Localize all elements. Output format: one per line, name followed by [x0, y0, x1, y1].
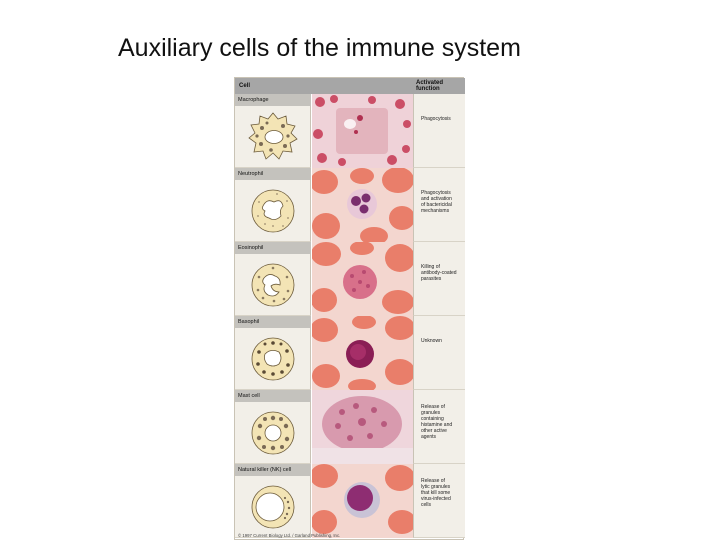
eosinophil-micrograph	[312, 242, 413, 316]
slide-title: Auxiliary cells of the immune system	[118, 34, 521, 62]
row-nk-cell: Natural killer (NK) cell Release of lyti…	[235, 464, 465, 538]
function-text: Release of lytic granules that kill some…	[421, 478, 451, 508]
row-basophil: Basophil Unknown	[235, 316, 465, 390]
function-text: Unknown	[421, 338, 442, 344]
function-panel: Release of granules containing histamine…	[413, 390, 465, 464]
basophil-micrograph	[312, 316, 413, 390]
drawing-panel: Mast cell	[235, 390, 311, 464]
cell-name: Eosinophil	[235, 242, 311, 254]
macrophage-micrograph	[312, 94, 413, 168]
function-panel: Release of lytic granules that kill some…	[413, 464, 465, 538]
cell-name: Natural killer (NK) cell	[235, 464, 311, 476]
row-macrophage: Macrophage Phagocytosis	[235, 94, 465, 168]
basophil-drawing	[251, 337, 295, 381]
eosinophil-drawing	[251, 263, 295, 307]
row-neutrophil: Neutrophil Phagocytosis and activation o…	[235, 168, 465, 242]
cell-name: Mast cell	[235, 390, 311, 402]
figure-header: Cell Activated function	[235, 78, 465, 94]
drawing-panel: Macrophage	[235, 94, 311, 168]
mast-cell-drawing	[251, 411, 295, 455]
macrophage-drawing	[248, 112, 298, 160]
function-text: Phagocytosis and activation of bacterici…	[421, 190, 452, 214]
function-text: Phagocytosis	[421, 116, 451, 122]
neutrophil-drawing	[251, 189, 295, 233]
cell-name: Basophil	[235, 316, 311, 328]
cell-name: Macrophage	[235, 94, 311, 106]
function-panel: Unknown	[413, 316, 465, 390]
row-mast-cell: Mast cell Release of granules containing…	[235, 390, 465, 464]
drawing-panel: Eosinophil	[235, 242, 311, 316]
drawing-panel: Natural killer (NK) cell	[235, 464, 311, 538]
header-cell-label: Cell	[239, 83, 251, 89]
cell-name: Neutrophil	[235, 168, 311, 180]
copyright-notice: © 1997 Current Biology Ltd. / Garland Pu…	[238, 533, 341, 538]
mast-cell-micrograph	[312, 390, 413, 464]
function-panel: Phagocytosis and activation of bacterici…	[413, 168, 465, 242]
neutrophil-micrograph	[312, 168, 413, 242]
function-text: Release of granules containing histamine…	[421, 404, 453, 440]
nk-cell-drawing	[251, 485, 295, 529]
nk-cell-micrograph	[312, 464, 413, 538]
function-panel: Killing of antibody-coated parasites	[413, 242, 465, 316]
drawing-panel: Neutrophil	[235, 168, 311, 242]
row-eosinophil: Eosinophil Killing of antibody-coated pa…	[235, 242, 465, 316]
drawing-panel: Basophil	[235, 316, 311, 390]
function-panel: Phagocytosis	[413, 94, 465, 168]
immune-cells-figure: Cell Activated function Macrophage	[234, 77, 465, 540]
function-text: Killing of antibody-coated parasites	[421, 264, 457, 282]
header-function-label: Activated function	[416, 80, 444, 92]
